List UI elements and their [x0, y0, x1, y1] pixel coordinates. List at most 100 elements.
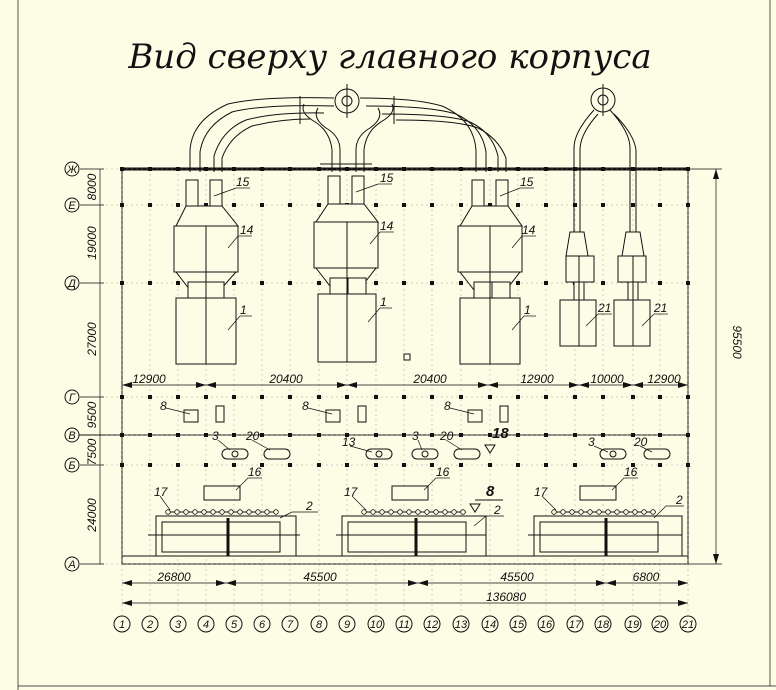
header-17-dot: [406, 509, 412, 515]
column-dot: [573, 463, 577, 467]
column-axis-label: 3: [175, 619, 182, 631]
turbine-left-body: [155, 515, 297, 557]
column-dot: [430, 433, 434, 437]
column-dot: [317, 203, 321, 207]
column-dot: [516, 433, 520, 437]
column-dot: [516, 167, 520, 171]
column-dot: [658, 395, 662, 399]
leader-15-center: [355, 183, 379, 193]
column-dot: [459, 395, 463, 399]
column-dot: [204, 167, 208, 171]
unit-right-fan-b: [491, 281, 511, 299]
row-axis-bubble: [64, 161, 80, 177]
column-dot: [488, 433, 492, 437]
column-axis-bubble: [113, 615, 131, 633]
pump-8-center-a: [325, 409, 341, 423]
column-dot: [317, 433, 321, 437]
column-axis-bubble: [537, 615, 555, 633]
dim-mid-1: 12900: [132, 372, 166, 386]
column-axis-bubble: [679, 615, 697, 633]
row-axis-bubble: [64, 457, 80, 473]
column-dot: [658, 203, 662, 207]
marker-8-triangle: [469, 503, 481, 513]
unit-right-fan-a: [473, 281, 493, 299]
column-dot: [345, 167, 349, 171]
column-axis-label: 7: [287, 619, 294, 631]
column-dot: [317, 463, 321, 467]
unit-center-transition: [315, 203, 380, 223]
unit-right-transition: [459, 205, 523, 227]
column-dot: [658, 433, 662, 437]
tank-3-left: [221, 448, 249, 460]
label-15-right: 15: [520, 175, 534, 189]
column-dot: [120, 433, 124, 437]
aux-left-cone: [565, 231, 589, 257]
duct-left-inner: [213, 112, 325, 172]
duct-center-left: [302, 103, 333, 172]
pump-8-left-a: [183, 409, 199, 423]
column-axis-bubble: [566, 615, 584, 633]
duct-aux-left-2: [579, 113, 599, 250]
column-dot: [601, 463, 605, 467]
unit-right: [457, 179, 523, 365]
leader-16-right: [611, 477, 625, 491]
column-dot: [430, 281, 434, 285]
column-dot: [345, 395, 349, 399]
unit-left-inlet-b: [209, 179, 223, 207]
label-21-right: 21: [653, 301, 667, 315]
header-17-dot: [192, 509, 198, 515]
column-dot: [374, 167, 378, 171]
column-axis-label: 5: [231, 619, 238, 631]
dim-g-v: 9500: [85, 401, 99, 428]
column-dot: [430, 395, 434, 399]
turbine-left: [148, 511, 300, 557]
column-axis-label: 13: [455, 619, 468, 631]
column-dot: [658, 167, 662, 171]
column-dot: [232, 167, 236, 171]
column-dot: [288, 281, 292, 285]
label-17-left: 17: [154, 485, 169, 499]
label-3-right: 3: [588, 435, 595, 449]
dim-overall-width: 136080: [486, 590, 526, 604]
header-17-dot: [255, 509, 261, 515]
unit-center-precipitator: [313, 221, 379, 269]
column-axis-label: 18: [597, 619, 610, 631]
column-dot: [686, 203, 690, 207]
column-axis-bubble: [310, 615, 328, 633]
dim-bottom-2: 45500: [303, 570, 337, 584]
column-dot: [204, 395, 208, 399]
pump-8-center-b: [357, 405, 367, 423]
leader-15-right: [499, 187, 521, 197]
duct-center-left-2: [315, 107, 341, 172]
callout-leaders: [159, 183, 684, 527]
leader-13: [349, 445, 373, 453]
turbine-center-body: [341, 515, 487, 557]
header-17-dot: [201, 509, 207, 515]
label-16-right: 16: [624, 465, 638, 479]
column-axis-label: 1: [119, 619, 125, 631]
label-17-right: 17: [534, 485, 549, 499]
column-dot: [176, 463, 180, 467]
label-8-section: 8: [486, 483, 495, 500]
leader-16-center: [423, 477, 437, 491]
header-17-dot: [370, 509, 376, 515]
aux-right-cone: [621, 231, 645, 257]
column-axis-label: 16: [540, 619, 553, 631]
column-axis-label: 9: [344, 619, 350, 631]
leader-17-left: [159, 495, 171, 511]
header-17-dot: [388, 509, 394, 515]
label-15-center: 15: [380, 171, 394, 185]
unit-left-fan-b: [205, 281, 225, 299]
column-dot: [204, 203, 208, 207]
label-13: 13: [342, 435, 356, 449]
column-axis-label: 14: [484, 619, 496, 631]
column-dot: [430, 203, 434, 207]
label-18: 18: [492, 425, 509, 442]
column-dot: [516, 395, 520, 399]
column-dot: [148, 167, 152, 171]
column-dot: [402, 167, 406, 171]
label-14-center: 14: [380, 219, 394, 233]
column-axis-label: 21: [681, 619, 694, 631]
column-dot: [544, 203, 548, 207]
column-dot: [374, 433, 378, 437]
